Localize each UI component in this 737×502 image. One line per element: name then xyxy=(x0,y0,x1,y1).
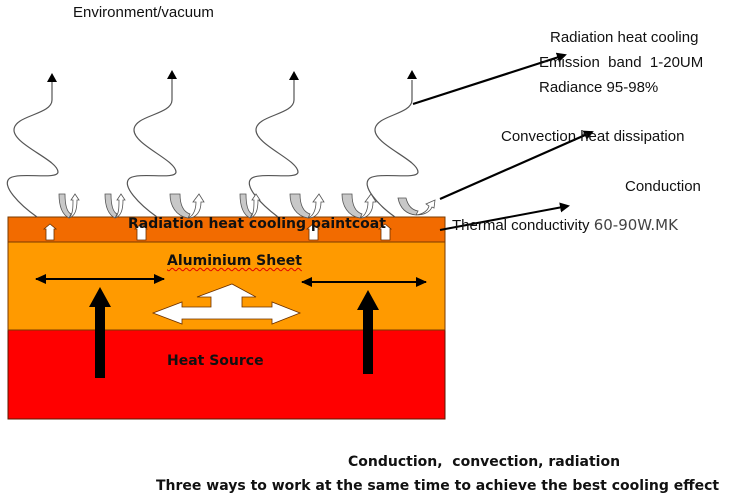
small-up-arrow-icon xyxy=(377,223,393,241)
thick-up-arrow-icon xyxy=(89,287,111,378)
heat-spread-arrow-icon xyxy=(151,283,302,325)
footer-line-2: Three ways to work at the same time to a… xyxy=(156,478,720,494)
small-up-arrow-icon xyxy=(305,223,321,241)
small-up-arrow-icon xyxy=(133,223,149,241)
convection-arrow-icon xyxy=(58,193,80,219)
convection-arrow-icon xyxy=(341,193,377,219)
callout-arrow-radiation xyxy=(412,52,567,106)
radiation-arrowheads xyxy=(47,70,417,82)
conduction-title: Conduction xyxy=(625,178,701,195)
footer-line-1: Conduction, convection, radiation xyxy=(348,454,621,470)
arrowhead-up-icon xyxy=(167,70,177,79)
radiation-waves xyxy=(6,78,419,218)
convection-arrow-icon xyxy=(289,193,325,219)
convection-arrow-icon xyxy=(104,193,126,219)
aluminium-label: Aluminium Sheet xyxy=(167,253,302,269)
convection-arrows xyxy=(58,193,436,219)
arrowhead-up-icon xyxy=(289,71,299,80)
radiation-radiance: Radiance 95-98% xyxy=(539,79,659,96)
heat-source-label: Heat Source xyxy=(167,353,264,369)
arrowhead-up-icon xyxy=(407,70,417,79)
callout-arrow-conduction xyxy=(439,202,570,231)
environment-label: Environment/vacuum xyxy=(73,4,214,21)
radiation-title: Radiation heat cooling xyxy=(550,29,699,46)
radiation-wave-3 xyxy=(248,80,299,218)
arrowhead-up-icon xyxy=(47,73,57,82)
heat-source-layer xyxy=(7,329,446,420)
convection-arrow-icon xyxy=(239,193,261,219)
small-up-arrow-icon xyxy=(42,223,58,241)
radiation-emission-band: Emission band 1-20UM xyxy=(539,54,704,71)
callout-arrow-convection xyxy=(439,130,594,201)
heat-rise-arrows xyxy=(89,287,379,378)
paintcoat-layer xyxy=(7,216,446,243)
paintcoat-small-arrows xyxy=(42,223,393,241)
paintcoat-label: Radiation heat cooling paintcoat xyxy=(128,216,386,232)
thick-up-arrow-icon xyxy=(357,290,379,374)
convection-arrow-icon xyxy=(397,197,436,216)
thermal-conductivity-value: 60-90W.MK xyxy=(593,216,678,234)
radiation-wave-4 xyxy=(366,80,419,218)
convection-label: Convection heat dissipation xyxy=(501,128,685,145)
thermal-conductivity: Thermal conductivity 60-90W.MK xyxy=(452,216,678,234)
thermal-conductivity-label: Thermal conductivity xyxy=(452,217,594,234)
radiation-wave-1 xyxy=(6,80,59,218)
radiation-wave-2 xyxy=(126,78,177,218)
convection-arrow-icon xyxy=(169,193,205,219)
